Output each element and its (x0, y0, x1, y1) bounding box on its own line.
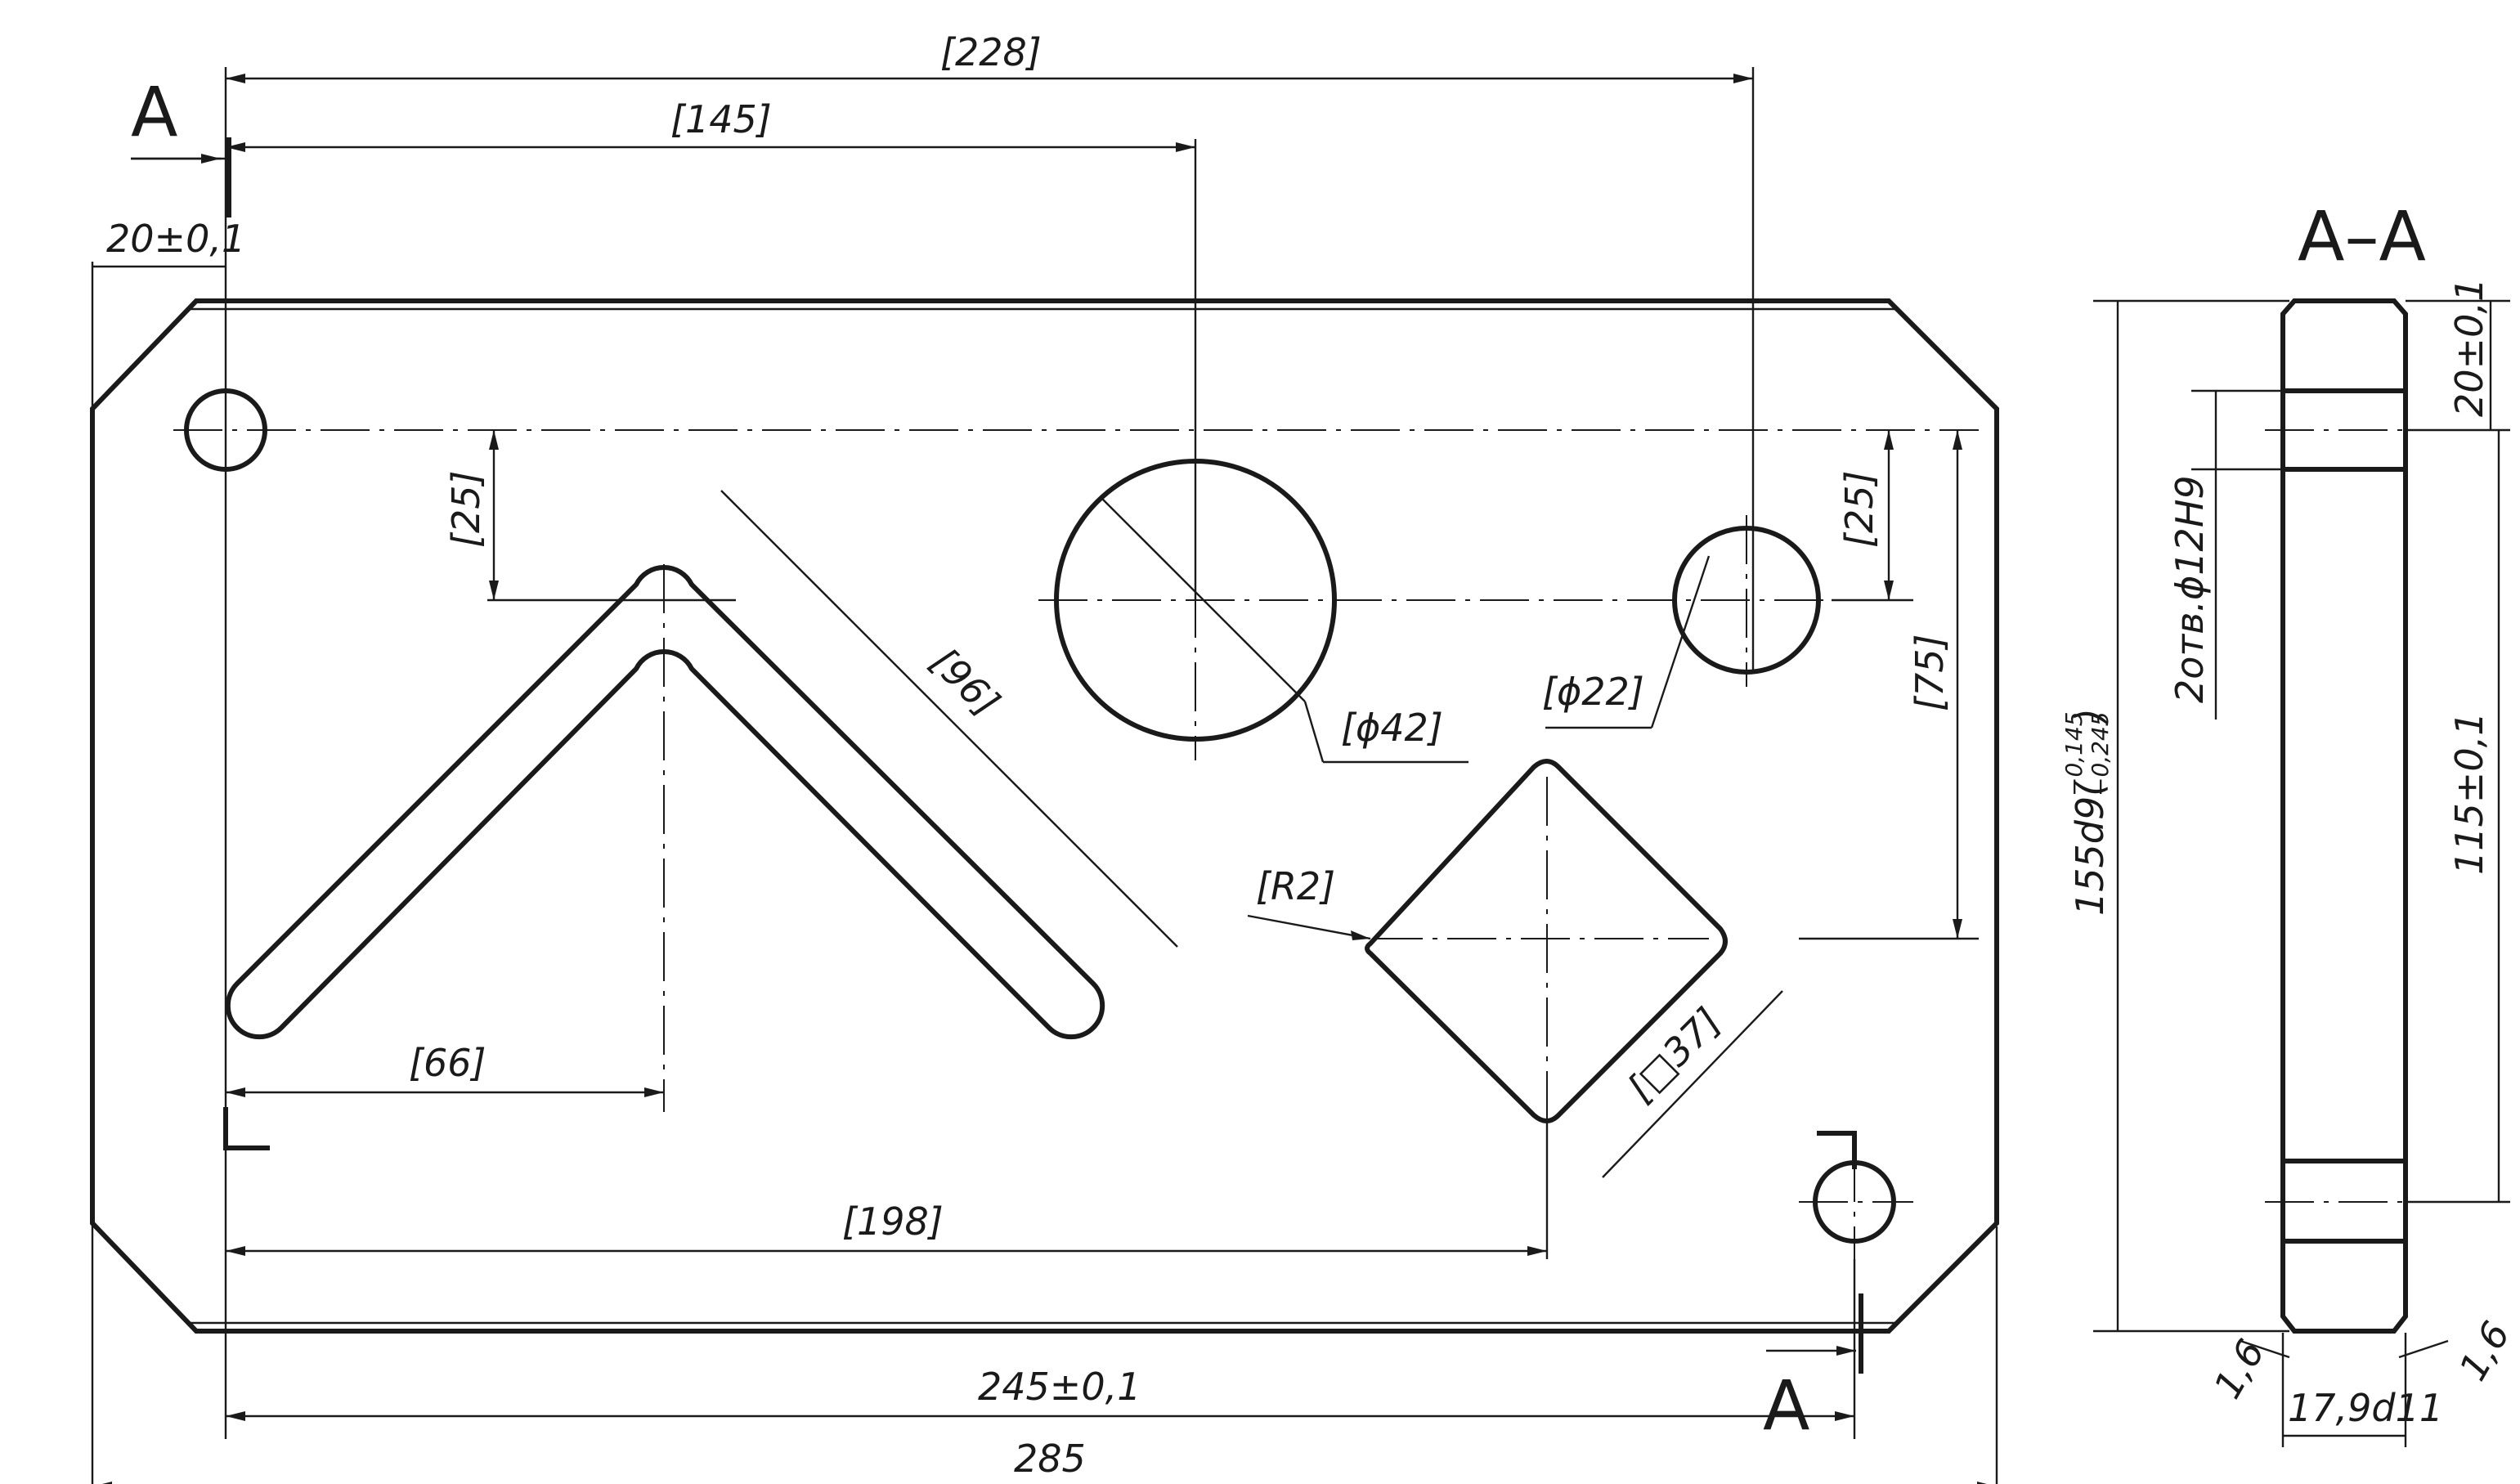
dim-d42: [ϕ42] (1341, 706, 1443, 750)
dim-17-9: 17,9d11 (2288, 1386, 2443, 1430)
dim-holes: 2отв.ϕ12H9 (2168, 475, 2212, 703)
dim-1-6-right: 1,6 (2450, 1314, 2518, 1388)
corner-marks (223, 1107, 1857, 1169)
plate-outline (90, 298, 1999, 1334)
dim-115: 115±0,1 (2447, 712, 2491, 876)
dim-96: [96] (922, 639, 1008, 725)
section-title: A–A (2298, 196, 2426, 276)
dim-155-upper: −0,145 (2060, 711, 2087, 796)
dim-25-left: [25] (444, 471, 488, 548)
dim-sq37: [□37] (1619, 999, 1730, 1110)
dim-155-group: 155d9( −0,145 −0,245 ) (2060, 708, 2114, 916)
section-view (2265, 298, 2428, 1334)
dim-155-lower: −0,245 (2087, 711, 2114, 796)
section-label-a-bottom: A (1763, 1365, 1809, 1446)
dim-d22: [ϕ22] (1542, 670, 1644, 714)
dim-75: [75] (1908, 634, 1952, 711)
dim-228: [228] (940, 30, 1042, 74)
dim-66: [66] (409, 1041, 486, 1085)
dim-155-close: ) (2068, 708, 2112, 725)
svg-text:155d9(: 155d9( (2068, 780, 2112, 916)
square-cutout (1365, 759, 1728, 1123)
dim-245: 245±0,1 (978, 1365, 1141, 1409)
dim-155: 155d9( (2068, 780, 2112, 916)
arrowheads (102, 74, 1987, 1484)
dim-20-right: 20±0,1 (2447, 278, 2491, 417)
v-slot (225, 565, 1105, 1040)
extension-lines (91, 67, 1998, 1484)
dimension-lines (92, 77, 1959, 1418)
dim-285: 285 (1014, 1437, 1086, 1481)
section-label-a-top: A (131, 72, 177, 152)
dim-198: [198] (842, 1199, 944, 1244)
dim-145: [145] (670, 97, 772, 141)
section-dimension-lines (2093, 299, 2510, 1447)
dim-r2: [R2] (1256, 864, 1335, 908)
dim-1-6-left: 1,6 (2205, 1332, 2273, 1406)
dim-20-left: 20±0,1 (106, 217, 245, 261)
dim-25-right: [25] (1837, 471, 1881, 548)
